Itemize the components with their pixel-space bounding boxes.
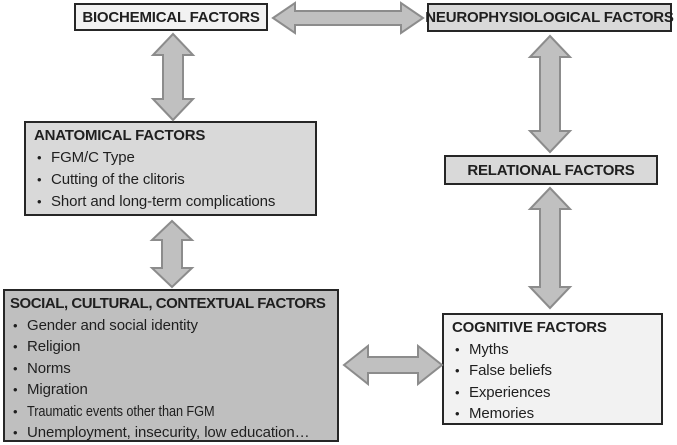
- list-item: •Religion: [10, 336, 333, 358]
- box-anatomical-factors: ANATOMICAL FACTORS •FGM/C Type •Cutting …: [24, 121, 317, 216]
- biochemical-title: BIOCHEMICAL FACTORS: [82, 8, 260, 26]
- social-title: SOCIAL, CULTURAL, CONTEXTUAL FACTORS: [10, 295, 326, 312]
- bullet-icon: •: [13, 382, 18, 397]
- bullet-icon: •: [37, 194, 42, 209]
- arrow-anatomical-social-icon: [149, 219, 195, 289]
- box-cognitive-factors: COGNITIVE FACTORS •Myths •False beliefs …: [442, 313, 663, 425]
- anatomical-list: •FGM/C Type •Cutting of the clitoris •Sh…: [34, 147, 311, 213]
- bullet-icon: •: [13, 403, 18, 419]
- bullet-icon: •: [13, 425, 18, 440]
- bullet-icon: •: [13, 360, 18, 376]
- list-item: •Migration: [10, 379, 333, 401]
- bullet-icon: •: [13, 317, 18, 333]
- bullet-icon: •: [455, 341, 460, 357]
- neurophysiological-title: NEUROPHYSIOLOGICAL FACTORS: [425, 9, 674, 26]
- relational-title: RELATIONAL FACTORS: [467, 161, 635, 179]
- box-biochemical-factors: BIOCHEMICAL FACTORS: [74, 3, 268, 31]
- list-item: •Unemployment, insecurity, low education…: [10, 422, 333, 444]
- list-item: •False beliefs: [452, 360, 657, 382]
- arrow-biochemical-anatomical-icon: [150, 32, 196, 122]
- list-item: •FGM/C Type: [34, 147, 311, 169]
- bullet-icon: •: [455, 406, 460, 421]
- list-item: •Short and long-term complications: [34, 191, 311, 213]
- list-item: •Memories: [452, 403, 657, 425]
- cognitive-list: •Myths •False beliefs •Experiences •Memo…: [452, 339, 657, 425]
- bullet-icon: •: [37, 172, 42, 187]
- bullet-icon: •: [455, 363, 460, 378]
- list-item: •Myths: [452, 339, 657, 361]
- box-relational-factors: RELATIONAL FACTORS: [444, 155, 658, 185]
- list-item: •Gender and social identity: [10, 315, 333, 337]
- arrow-biochemical-neurophysiological-icon: [271, 1, 425, 35]
- arrow-neurophysiological-relational-icon: [527, 34, 573, 154]
- list-item: •Traumatic events other than FGM: [10, 401, 333, 423]
- bullet-icon: •: [455, 384, 460, 400]
- list-item: •Norms: [10, 358, 333, 380]
- list-item: •Cutting of the clitoris: [34, 169, 311, 191]
- anatomical-title: ANATOMICAL FACTORS: [34, 127, 206, 144]
- bullet-icon: •: [37, 150, 42, 165]
- box-neurophysiological-factors: NEUROPHYSIOLOGICAL FACTORS: [425, 3, 674, 32]
- social-list: •Gender and social identity •Religion •N…: [10, 315, 333, 444]
- arrow-relational-cognitive-icon: [527, 186, 573, 310]
- list-item: •Experiences: [452, 382, 657, 404]
- bullet-icon: •: [13, 339, 18, 354]
- box-social-cultural-contextual-factors: SOCIAL, CULTURAL, CONTEXTUAL FACTORS •Ge…: [3, 289, 339, 442]
- arrow-social-cognitive-icon: [342, 343, 444, 387]
- cognitive-title: COGNITIVE FACTORS: [452, 319, 607, 336]
